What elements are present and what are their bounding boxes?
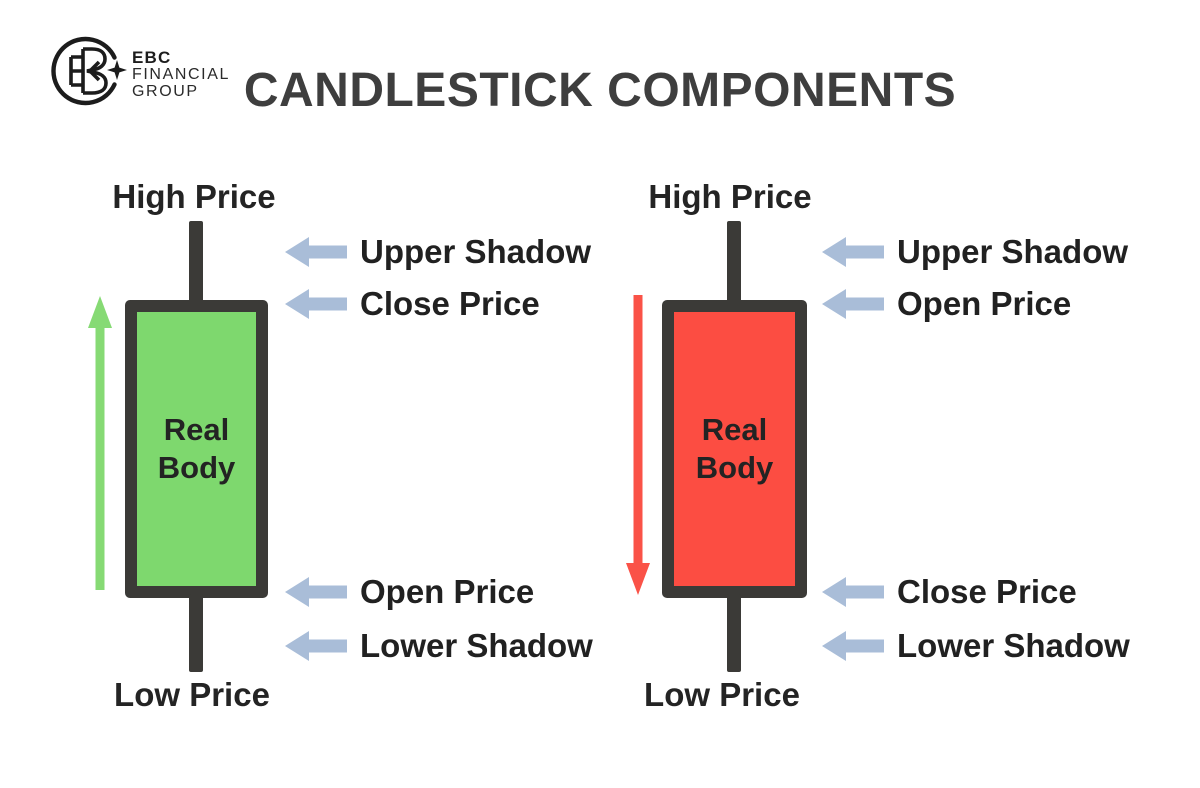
callout-label: Upper Shadow [897, 233, 1129, 270]
callout-close-price: Close Price [822, 573, 1077, 611]
ebc-logo: EBC FINANCIAL GROUP [50, 34, 280, 110]
bearish-candle-body: Real Body [662, 300, 807, 598]
left-block-arrow-icon [285, 237, 347, 267]
logo-line-ebc: EBC [132, 48, 172, 67]
real-body-label: Real Body [157, 412, 236, 485]
left-block-arrow-icon [822, 577, 884, 607]
left-block-arrow-icon [822, 289, 884, 319]
callout-open-price: Open Price [285, 573, 534, 611]
real-body-label: Real Body [695, 412, 774, 485]
left-block-arrow-icon [822, 237, 884, 267]
upper-wick [727, 221, 741, 305]
callout-close-price: Close Price [285, 285, 540, 323]
high-price-label: High Price [112, 178, 276, 215]
callout-label: Open Price [897, 285, 1072, 322]
upper-wick [189, 221, 203, 305]
ebc-logo-text: EBC FINANCIAL GROUP [132, 49, 230, 100]
low-price-label: Low Price [644, 676, 800, 713]
callout-lower-shadow: Lower Shadow [285, 627, 593, 665]
left-block-arrow-icon [285, 289, 347, 319]
page-title: CANDLESTICK COMPONENTS [243, 64, 957, 117]
callout-upper-shadow: Upper Shadow [285, 233, 591, 271]
bullish-candle-body: Real Body [125, 300, 268, 598]
low-price-label: Low Price [114, 676, 270, 713]
callout-label: Open Price [360, 573, 535, 610]
callout-label: Upper Shadow [360, 233, 592, 270]
lower-wick [727, 594, 741, 672]
bullish-up-arrow-icon [88, 296, 112, 590]
callout-label: Lower Shadow [360, 627, 593, 664]
high-price-label: High Price [648, 178, 812, 215]
callout-upper-shadow: Upper Shadow [822, 233, 1128, 271]
left-block-arrow-icon [822, 631, 884, 661]
callout-open-price: Open Price [822, 285, 1071, 323]
callout-label: Close Price [897, 573, 1077, 610]
left-block-arrow-icon [285, 577, 347, 607]
callout-label: Lower Shadow [897, 627, 1130, 664]
left-block-arrow-icon [285, 631, 347, 661]
logo-line-financial: FINANCIAL [132, 66, 230, 83]
callout-lower-shadow: Lower Shadow [822, 627, 1130, 665]
logo-line-group: GROUP [132, 83, 199, 100]
ebc-logo-mark-icon [51, 36, 127, 106]
callout-label: Close Price [360, 285, 540, 322]
lower-wick [189, 594, 203, 672]
bearish-down-arrow-icon [626, 295, 650, 595]
